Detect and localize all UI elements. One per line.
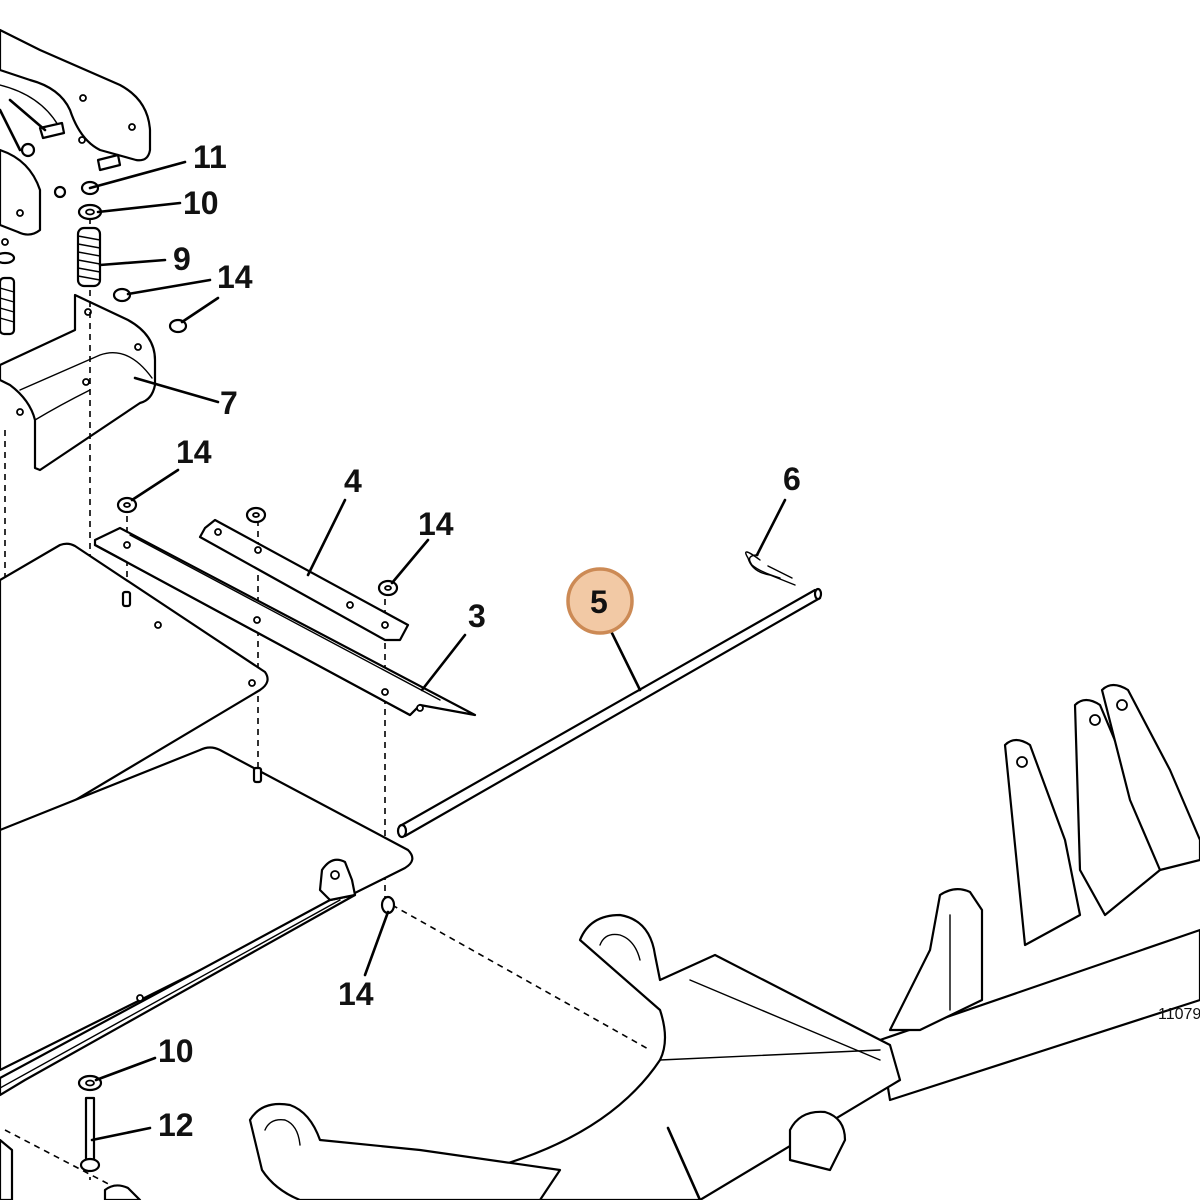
callout-9: 9 [173, 241, 191, 277]
rod-5 [396, 587, 823, 839]
callout-14-a: 14 [217, 259, 253, 295]
callout-14-b: 14 [176, 434, 212, 470]
upper-bracket-assembly [0, 28, 188, 336]
highlight-circle [566, 567, 634, 635]
leader-lines [0, 98, 787, 1200]
callout-12: 12 [158, 1107, 194, 1143]
mounting-angle-3 [93, 526, 477, 717]
bottom-fasteners [0, 1074, 142, 1200]
callout-10-top: 10 [183, 185, 219, 221]
callout-7: 7 [220, 385, 238, 421]
callout-5: 5 [590, 584, 608, 620]
callout-14-c: 14 [418, 506, 454, 542]
bar-plate-4 [198, 518, 410, 642]
callout-4: 4 [344, 463, 362, 499]
callout-3: 3 [468, 598, 486, 634]
callout-11: 11 [193, 139, 227, 175]
main-frame [248, 683, 1200, 1200]
callout-14-d: 14 [338, 976, 374, 1012]
spring-9 [76, 226, 102, 288]
document-number: 11079 [1158, 1006, 1200, 1023]
callout-10-bottom: 10 [158, 1033, 194, 1069]
spring-cradle-7 [0, 293, 157, 472]
callout-labels: 11 10 9 14 7 14 4 14 3 6 5 14 10 12 1107… [158, 139, 1200, 1143]
floor-plates [0, 542, 414, 1097]
hairpin-clip-6 [745, 551, 796, 586]
nuts-14 [116, 496, 399, 915]
callout-6: 6 [783, 461, 801, 497]
